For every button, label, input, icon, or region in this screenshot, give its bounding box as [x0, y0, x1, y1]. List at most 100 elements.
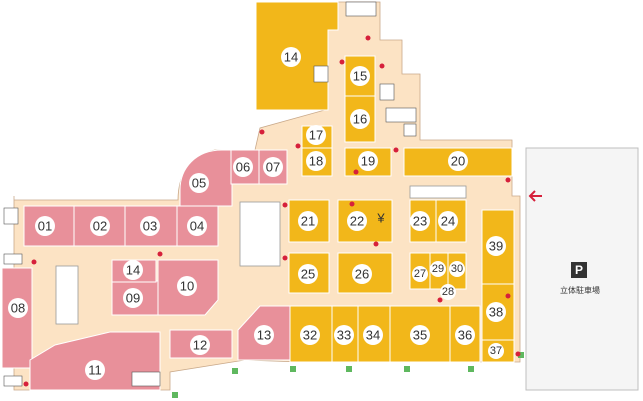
- store-number: 13: [257, 328, 271, 343]
- store-label-08: 08: [8, 298, 28, 318]
- store-label-35: 35: [410, 325, 430, 345]
- store-label-14: 14: [123, 260, 143, 280]
- store-number: 12: [193, 338, 207, 353]
- store-number-badge: [488, 343, 504, 359]
- store-label-24: 24: [438, 211, 458, 231]
- store-number: 26: [355, 267, 369, 282]
- door-markers: [172, 352, 524, 398]
- store-label-39: 39: [486, 236, 506, 256]
- store-label-13: 13: [254, 325, 274, 345]
- store-label-07: 07: [263, 157, 283, 177]
- store-number: 34: [366, 328, 380, 343]
- store-label-20: 20: [448, 151, 468, 171]
- parking-p-icon: [571, 262, 587, 278]
- store-number: 32: [303, 328, 317, 343]
- restroom-icon: [131, 371, 161, 387]
- store-label-22: 22: [347, 211, 367, 231]
- store-number-badge: [486, 302, 506, 322]
- store-number-badge: [177, 276, 197, 296]
- store-number: 27: [414, 268, 426, 280]
- store-entrance-dots: [23, 35, 521, 387]
- store-number-badge: [189, 173, 209, 193]
- store-number-badge: [410, 325, 430, 345]
- baby-room-icon: [403, 123, 417, 137]
- store-number-badge: [298, 211, 318, 231]
- store-label-11: 11: [85, 360, 105, 380]
- store-number-badge: [281, 47, 301, 67]
- store-number-badge: [263, 157, 283, 177]
- store-label-03: 03: [140, 216, 160, 236]
- store-label-37: 37: [488, 343, 504, 359]
- store-label-12: 12: [190, 335, 210, 355]
- store-number-badge: [352, 264, 372, 284]
- store-number: 36: [458, 328, 472, 343]
- store-number: 01: [38, 219, 52, 234]
- store-number-badge: [350, 109, 370, 129]
- store-number-badge: [306, 125, 326, 145]
- store-label-21: 21: [298, 211, 318, 231]
- store-number: 23: [413, 214, 427, 229]
- store-number-badge: [440, 284, 456, 300]
- store-number-badge: [254, 325, 274, 345]
- store-number: 20: [451, 154, 465, 169]
- facility-icons: [3, 1, 417, 387]
- elevator-icon: [379, 83, 395, 101]
- escalator-icon: [55, 185, 467, 325]
- store-number-badge: [486, 236, 506, 256]
- store-number: 14: [284, 50, 298, 65]
- store-number: 24: [441, 214, 455, 229]
- store-label-02: 02: [90, 216, 110, 236]
- store-number: 16: [353, 112, 367, 127]
- store-label-16: 16: [350, 109, 370, 129]
- store-label-28: 28: [440, 284, 456, 300]
- atm-yen-icon: ¥: [376, 211, 385, 226]
- elevator-icon: [3, 207, 19, 225]
- store-number-badge: [233, 157, 253, 177]
- store-number: 33: [337, 328, 351, 343]
- store-08[interactable]: [1, 267, 33, 369]
- store-number-badge: [298, 264, 318, 284]
- store-number-badge: [449, 261, 465, 277]
- store-number-badge: [90, 216, 110, 236]
- store-26[interactable]: [337, 252, 393, 294]
- store-number: 35: [413, 328, 427, 343]
- store-number-badge: [187, 216, 207, 236]
- wheelchair-icon: [3, 253, 23, 265]
- store-number: 30: [451, 263, 463, 275]
- store-number-badge: [35, 216, 55, 236]
- store-label-01: 01: [35, 216, 55, 236]
- store-label-14: 14: [281, 47, 301, 67]
- store-number: 06: [236, 160, 250, 175]
- store-label-32: 32: [300, 325, 320, 345]
- store-label-33: 33: [334, 325, 354, 345]
- store-number-badge: [140, 216, 160, 236]
- store-number: 10: [180, 279, 194, 294]
- store-number-badge: [123, 260, 143, 280]
- store-label-27: 27: [412, 266, 428, 282]
- entrance-arrow-icon: [528, 190, 542, 202]
- store-label-18: 18: [306, 151, 326, 171]
- store-label-26: 26: [352, 264, 372, 284]
- store-number-badge: [300, 325, 320, 345]
- store-number: 37: [490, 345, 502, 357]
- store-number-badge: [430, 261, 446, 277]
- elevator-icon: [313, 65, 329, 83]
- store-label-23: 23: [410, 211, 430, 231]
- store-label-05: 05: [189, 173, 209, 193]
- store-number: 19: [361, 154, 375, 169]
- store-label-10: 10: [177, 276, 197, 296]
- store-label-06: 06: [233, 157, 253, 177]
- store-number-badge: [85, 360, 105, 380]
- store-number-badge: [8, 298, 28, 318]
- store-number: 02: [93, 219, 107, 234]
- store-number: 08: [11, 301, 25, 316]
- store-label-25: 25: [298, 264, 318, 284]
- parking-garage: P 立体駐車場: [525, 147, 639, 391]
- store-number-badge: [347, 211, 367, 231]
- store-number: 25: [301, 267, 315, 282]
- store-label-29: 29: [430, 261, 446, 277]
- store-number-badge: [448, 151, 468, 171]
- store-number-badge: [190, 335, 210, 355]
